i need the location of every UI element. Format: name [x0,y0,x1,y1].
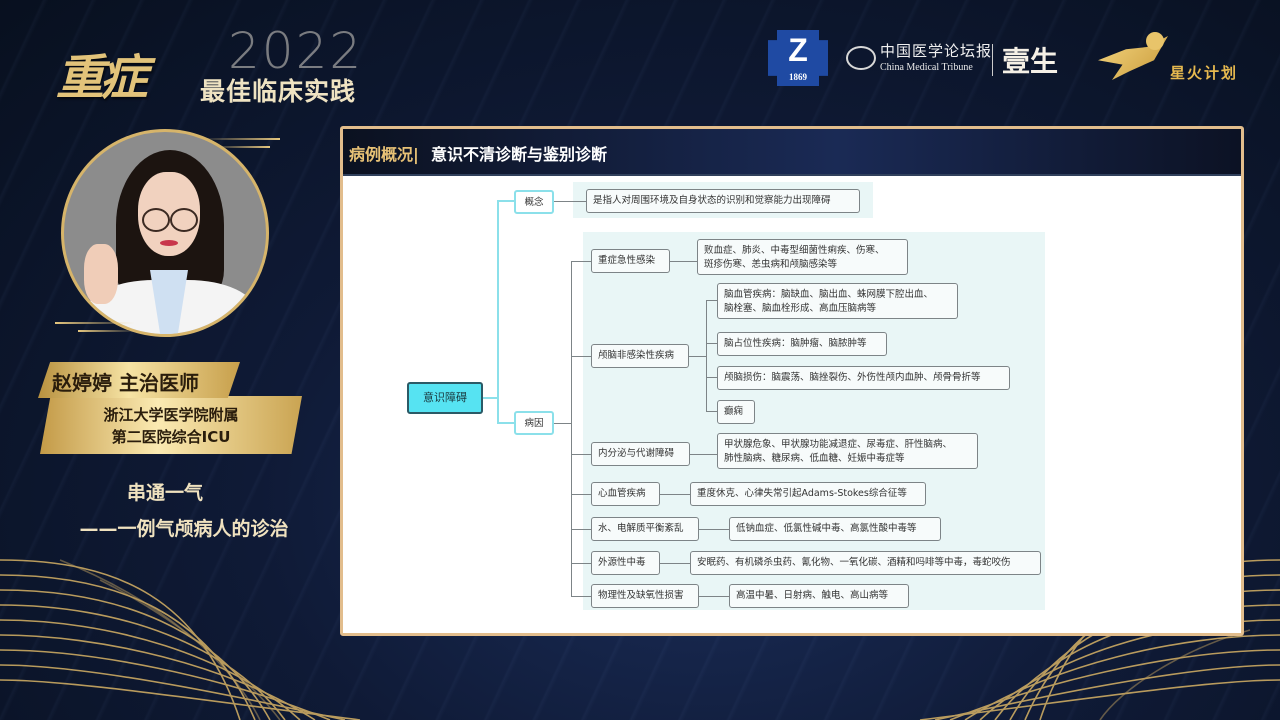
event-title: 2022 重症 最佳临床实践 [52,20,412,110]
cloud-line-decoration [78,330,138,332]
spark-program-logo: 星火计划 [1098,28,1238,88]
speaker-name-badge: 赵婷婷 主治医师 [38,362,240,398]
event-subtitle: 最佳临床实践 [200,77,357,106]
cause-node-cranial-noninfectious[interactable]: 颅脑非感染性疾病 [591,344,689,368]
detail-line: 败血症、肺炎、中毒型细菌性痢疾、伤寒、 [704,245,885,256]
cmt-chinese-name: 中国医学论坛报 [880,42,993,60]
subcause-node-epilepsy[interactable]: 癫痫 [717,400,755,424]
cause-detail-node[interactable]: 安眠药、有机磷杀虫药、氰化物、一氧化碳、酒精和吗啡等中毒，毒蛇咬伤 [690,551,1041,575]
spark-program-text: 星火计划 [1170,64,1239,82]
subcause-node-craniocerebral-injury[interactable]: 颅脑损伤：脑震荡、脑挫裂伤、外伤性颅内血肿、颅骨骨折等 [717,366,1010,390]
cross-shape-icon [768,30,828,86]
detail-line: 斑疹伤寒、恙虫病和颅脑感染等 [704,259,838,270]
cause-node-physical-hypoxic[interactable]: 物理性及缺氧性损害 [591,584,699,608]
speaker-organization-badge: 浙江大学医学院附属 第二医院综合ICU [40,396,302,454]
slide-header: 病例概况| 意识不清诊断与鉴别诊断 [343,129,1241,176]
cause-node-exogenous-poisoning[interactable]: 外源性中毒 [591,551,660,575]
globe-icon [846,46,876,70]
cmt-english-name: China Medical Tribune [880,62,973,73]
concept-detail-node[interactable]: 是指人对周围环境及自身状态的识别和觉察能力出现障碍 [586,189,860,213]
cause-node-electrolyte[interactable]: 水、电解质平衡紊乱 [591,517,699,541]
event-year: 2022 [228,22,364,80]
mindmap-root-node[interactable]: 意识障碍 [407,382,483,414]
org-line-2: 第二医院综合ICU [111,428,231,446]
cause-node-cardiovascular[interactable]: 心血管疾病 [591,482,660,506]
subcause-node-space-occupying[interactable]: 脑占位性疾病：脑肿瘤、脑脓肿等 [717,332,887,356]
china-medical-tribune-logo: 中国医学论坛报 China Medical Tribune 壹生 [846,40,1076,80]
detail-line: 肺性脑病、糖尿病、低血糖、妊娠中毒症等 [724,453,905,464]
cloud-line-decoration [200,138,280,140]
yisheng-brand: 壹生 [1002,45,1059,78]
cloud-line-decoration [55,322,135,324]
detail-line: 脑血管疾病：脑缺血、脑出血、蛛网膜下腔出血、 [724,289,934,300]
mindmap-node-causes[interactable]: 病因 [514,411,554,435]
cause-node-severe-acute-infection[interactable]: 重症急性感染 [591,249,670,273]
cause-detail-node[interactable]: 败血症、肺炎、中毒型细菌性痢疾、伤寒、 斑疹伤寒、恙虫病和颅脑感染等 [697,239,908,275]
cause-detail-node[interactable]: 高温中暑、日射病、触电、高山病等 [729,584,909,608]
cause-node-endocrine-metabolic[interactable]: 内分泌与代谢障碍 [591,442,690,466]
cause-detail-node[interactable]: 低钠血症、低氯性碱中毒、高氯性酸中毒等 [729,517,941,541]
detail-line: 甲状腺危象、甲状腺功能减退症、尿毒症、肝性脑病、 [724,439,953,450]
talk-title-line-2: ——一例气颅病人的诊治 [79,518,289,540]
speaker-avatar [61,129,269,337]
logo-letter: Z [788,32,808,68]
cause-detail-node[interactable]: 重度休克、心律失常引起Adams-Stokes综合征等 [690,482,926,506]
slide-title: 意识不清诊断与鉴别诊断 [431,145,608,164]
event-calligraphy: 重症 [56,50,148,106]
logo-year: 1869 [789,72,807,82]
speaker-name: 赵婷婷 主治医师 [52,371,199,395]
presentation-slide: 病例概况| 意识不清诊断与鉴别诊断 意识障碍 概念 是指人对周围环境及自身状态的… [340,126,1244,636]
figure-head-icon [1146,32,1164,50]
org-line-1: 浙江大学医学院附属 [103,406,239,424]
zju-hospital-logo: Z 1869 [768,30,828,86]
cause-detail-node[interactable]: 甲状腺危象、甲状腺功能减退症、尿毒症、肝性脑病、 肺性脑病、糖尿病、低血糖、妊娠… [717,433,978,469]
logo-divider [992,44,993,76]
mindmap-node-concept[interactable]: 概念 [514,190,554,214]
detail-line: 脑栓塞、脑血栓形成、高血压脑病等 [724,303,877,314]
mindmap-canvas: 意识障碍 概念 是指人对周围环境及自身状态的识别和觉察能力出现障碍 病因 重症急… [343,176,1241,633]
cloud-line-decoration [210,146,270,148]
subcause-node-cerebrovascular[interactable]: 脑血管疾病：脑缺血、脑出血、蛛网膜下腔出血、 脑栓塞、脑血栓形成、高血压脑病等 [717,283,958,319]
talk-title-line-1: 串通一气 [126,482,203,504]
slide-header-section: 病例概况| [349,145,419,164]
